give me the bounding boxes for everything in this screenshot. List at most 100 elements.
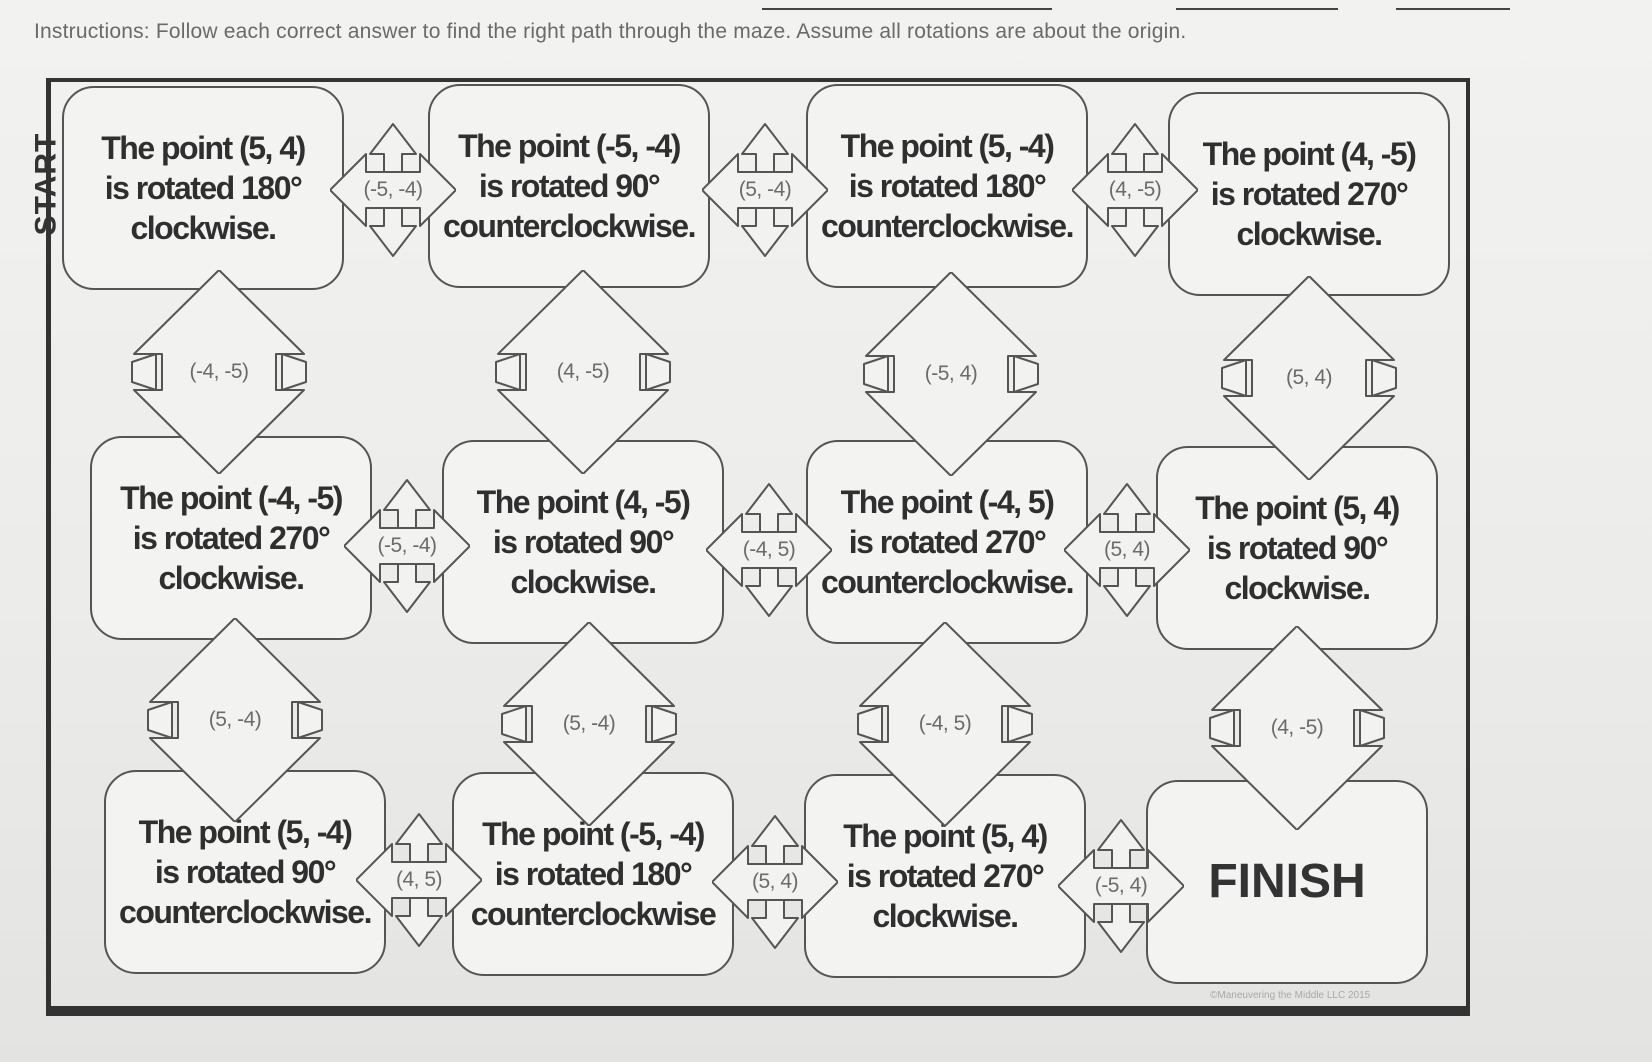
maze-box-r1c2[interactable]: The point (-5, -4) is rotated 90° counte… [428,84,710,288]
maze-box-r2c2[interactable]: The point (4, -5) is rotated 90° clockwi… [442,440,724,644]
box-line: counterclockwise. [821,564,1074,600]
connector-h-r2-c2c3[interactable]: (-4, 5) [705,476,833,624]
maze-box-r1c1[interactable]: The point (5, 4) is rotated 180° clockwi… [62,86,344,290]
arrow-outline [645,353,671,391]
connector-h-r3-c1c2[interactable]: (4, 5) [355,806,483,954]
arrow-outline [395,897,443,947]
arrow-outline [745,567,793,617]
connector-answer: (4, 5) [395,868,443,891]
box-line: clockwise. [1224,570,1371,606]
arrow-outline [281,353,307,391]
connector-answer: (5, -4) [738,178,792,201]
arrow-outline [857,705,883,743]
connector-v-c1-r2r3[interactable]: (5, -4) [140,617,330,823]
box-line: clockwise. [1236,216,1383,252]
arrow-outline [1103,567,1151,617]
connector-answer: (5, 4) [1285,366,1333,389]
box-line: is rotated 270° [132,520,331,556]
maze-frame [46,78,1470,1016]
connector-answer: (-5, 4) [1094,874,1148,897]
arrow-outline [1111,123,1159,173]
arrow-outline [395,813,443,863]
arrow-outline [1221,359,1247,397]
box-line: is rotated 90° [492,524,675,560]
connector-v-c1-r1r2[interactable]: (-4, -5) [124,269,314,475]
arrow-outline [1097,819,1145,869]
maze-box-r1c3[interactable]: The point (5, -4) is rotated 180° counte… [806,84,1088,288]
instructions-text: Instructions: Follow each correct answer… [34,20,1187,43]
connector-v-c2-r2r3[interactable]: (5, -4) [494,621,684,827]
double-arrow-horizontal-icon [711,815,839,949]
box-line: is rotated 90° [154,854,337,890]
box-line: clockwise. [130,210,277,246]
arrow-outline [495,353,521,391]
arrow-outline [369,123,417,173]
box-line: The point (-4, -5) [120,480,343,516]
box-line: The point (-5, -4) [458,128,681,164]
maze-box-r1c4[interactable]: The point (4, -5) is rotated 270° clockw… [1168,92,1450,296]
maze-box-r2c3[interactable]: The point (-4, 5) is rotated 270° counte… [806,440,1088,644]
connector-h-r1-c1c2[interactable]: (-5, -4) [329,116,457,264]
maze-box-r2c4[interactable]: The point (5, 4) is rotated 90° clockwis… [1156,446,1438,650]
box-line: The point (5, 4) [1195,490,1400,526]
box-line: is rotated 180° [104,170,303,206]
box-line: is rotated 270° [1210,176,1409,212]
box-line: The point (5, -4) [138,814,353,850]
double-arrow-horizontal-icon [1057,819,1185,953]
box-line: The point (4, -5) [1202,136,1417,172]
double-arrow-horizontal-icon [343,479,471,613]
maze-box-r3c1[interactable]: The point (5, -4) is rotated 90° counter… [104,770,386,974]
connector-v-c4-r2r3[interactable]: (4, -5) [1202,625,1392,831]
box-line: clockwise. [510,564,657,600]
double-arrow-horizontal-icon [355,813,483,947]
connector-h-r3-c2c3[interactable]: (5, 4) [711,808,839,956]
arrow-outline [741,207,789,257]
connector-answer: (4, -5) [556,360,610,383]
box-line: counterclockwise [470,896,717,932]
connector-answer: (4, -5) [1270,716,1324,739]
double-arrow-horizontal-icon [1071,123,1199,257]
double-arrow-horizontal-icon [1063,483,1191,617]
box-line: The point (5, -4) [840,128,1055,164]
arrow-outline [1013,355,1039,393]
arrow-outline [741,123,789,173]
connector-h-r1-c3c4[interactable]: (4, -5) [1071,116,1199,264]
connector-h-r3-c3c4[interactable]: (-5, 4) [1057,812,1185,960]
double-arrow-vertical-icon [1221,275,1397,481]
arrow-outline [1097,903,1145,953]
arrow-outline [1359,709,1385,747]
arrow-outline [369,207,417,257]
connector-answer: (-4, -5) [189,360,250,383]
arrow-outline [501,705,527,743]
arrow-outline [1007,705,1033,743]
copyright-text: ©Maneuvering the Middle LLC 2015 [1210,990,1371,1001]
box-line: is rotated 180° [848,168,1047,204]
box-line: clockwise. [872,898,1019,934]
connector-v-c4-r1r2[interactable]: (5, 4) [1214,275,1404,481]
arrow-outline [745,483,793,533]
arrow-outline [297,701,323,739]
connector-h-r2-c1c2[interactable]: (-5, -4) [343,472,471,620]
name-line [762,8,1052,10]
double-arrow-vertical-icon [857,621,1033,827]
connector-v-c3-r2r3[interactable]: (-4, 5) [850,621,1040,827]
period-line [1396,8,1510,10]
arrow-outline [751,815,799,865]
arrow-outline [383,563,431,613]
arrow-outline [1111,207,1159,257]
connector-h-r2-c3c4[interactable]: (5, 4) [1063,476,1191,624]
date-line [1176,8,1338,10]
connector-v-c2-r1r2[interactable]: (4, -5) [488,269,678,475]
connector-h-r1-c2c3[interactable]: (5, -4) [701,116,829,264]
arrow-outline [1103,483,1151,533]
connector-v-c3-r1r2[interactable]: (-5, 4) [856,271,1046,477]
box-line: is rotated 90° [478,168,661,204]
arrow-outline [863,355,889,393]
connector-answer: (5, 4) [1103,538,1151,561]
box-line: is rotated 90° [1206,530,1389,566]
box-line: counterclockwise. [443,208,696,244]
box-line: counterclockwise. [821,208,1074,244]
connector-answer: (-5, -4) [377,534,438,557]
box-line: The point (4, -5) [476,484,691,520]
